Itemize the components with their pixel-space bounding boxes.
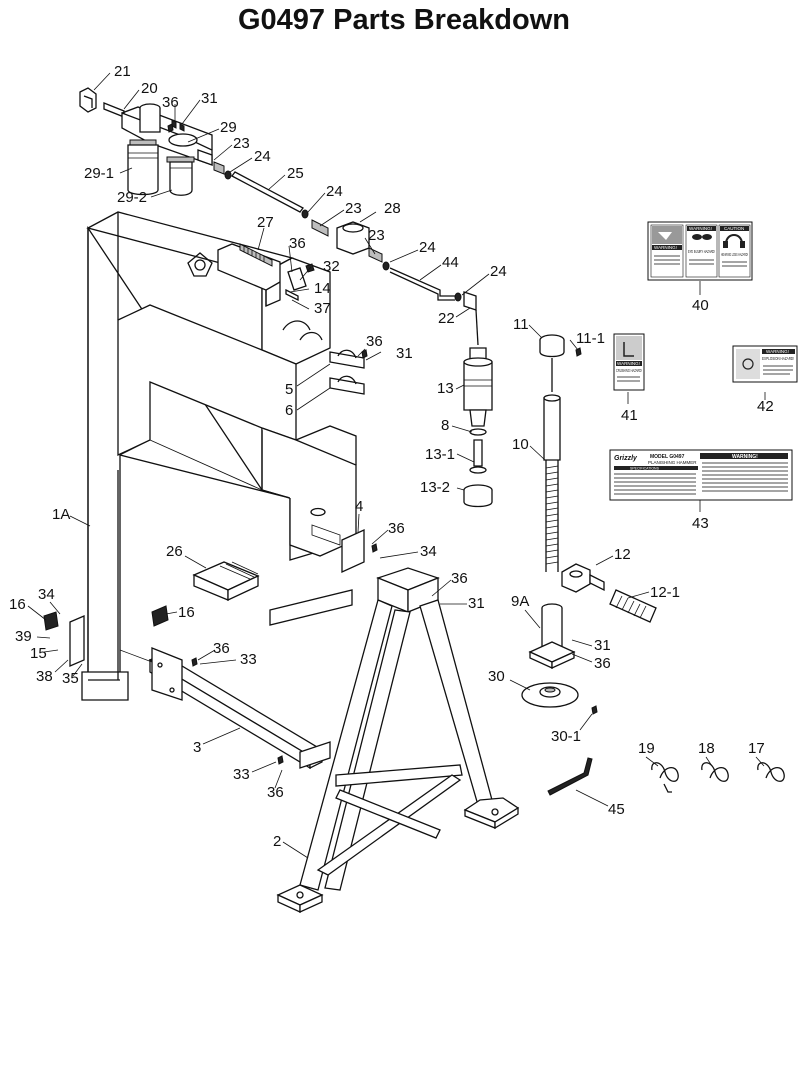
part-label-30-1: 30-1 <box>551 728 581 745</box>
part-label-5: 5 <box>285 381 293 398</box>
air-hose-assembly <box>213 161 479 346</box>
decal-43-subtitle: PLANISHING HAMMER <box>648 460 697 465</box>
part-label-28: 28 <box>384 200 401 217</box>
part-label-10: 10 <box>512 436 529 453</box>
decal-42-explosion: EXPLOSION HAZARD! <box>762 356 794 361</box>
part-label-32: 32 <box>323 258 340 275</box>
part-label-45: 45 <box>608 801 625 818</box>
part-label-12-1: 12-1 <box>650 584 680 601</box>
decal-40: WARNING! WARNING! EYE INJURY HAZARD! CAU… <box>647 221 753 281</box>
part-label-29-2: 29-2 <box>117 189 147 206</box>
part-label-40: 40 <box>692 297 709 314</box>
part-label-27: 27 <box>257 214 274 231</box>
part-label-42: 42 <box>757 398 774 415</box>
part-label-14: 14 <box>314 280 331 297</box>
part-label-36: 36 <box>162 94 179 111</box>
part-label-39: 39 <box>15 628 32 645</box>
part-label-11-1: 11-1 <box>576 330 605 347</box>
part-label-31: 31 <box>396 345 413 362</box>
part-label-24: 24 <box>326 183 343 200</box>
part-label-15: 15 <box>30 645 47 662</box>
part-label-36: 36 <box>388 520 405 537</box>
decal-40-warning-1: WARNING! <box>654 245 677 250</box>
part-label-12: 12 <box>614 546 631 563</box>
part-label-24: 24 <box>254 148 271 165</box>
part-label-19: 19 <box>638 740 655 757</box>
air-hammer-13 <box>463 347 493 508</box>
page-title: G0497 Parts Breakdown <box>237 4 571 36</box>
decal-43-model: MODEL G0497 <box>650 454 685 460</box>
decal-40-caution: CAUTION <box>724 226 744 231</box>
part-label-24: 24 <box>490 263 507 280</box>
decal-42: WARNING! EXPLOSION HAZARD! <box>732 345 798 383</box>
part-label-3: 3 <box>193 739 201 756</box>
part-label-22: 22 <box>438 310 455 327</box>
decal-41-warning: WARNING! <box>617 361 640 366</box>
part-label-13-1: 13-1 <box>425 446 455 463</box>
part-label-35: 35 <box>62 670 79 687</box>
part-label-24: 24 <box>419 239 436 256</box>
part-label-20: 20 <box>141 80 158 97</box>
decal-43-brand: Grizzly <box>614 455 638 462</box>
part-label-23: 23 <box>368 227 385 244</box>
part-label-4: 4 <box>355 498 363 515</box>
decal-42-warning: WARNING! <box>766 349 789 354</box>
decal-40-eye-hazard: EYE INJURY HAZARD! <box>688 249 715 254</box>
part-label-2: 2 <box>273 833 281 850</box>
part-label-31: 31 <box>201 90 218 107</box>
part-label-21: 21 <box>114 63 131 80</box>
part-label-8: 8 <box>441 417 449 434</box>
part-label-34: 34 <box>420 543 437 560</box>
decal-40-warning-2: WARNING! <box>689 226 712 231</box>
decal-40-hearing-hazard: HEARING LOSS HAZARD! <box>721 252 748 257</box>
part-label-6: 6 <box>285 402 293 419</box>
part-label-13-2: 13-2 <box>420 479 450 496</box>
part-label-1A: 1A <box>52 506 70 523</box>
leader-lines <box>27 72 766 859</box>
part-label-36: 36 <box>594 655 611 672</box>
part-label-33: 33 <box>240 651 257 668</box>
part-label-17: 17 <box>748 740 765 757</box>
part-label-13: 13 <box>437 380 454 397</box>
part-label-41: 41 <box>621 407 638 424</box>
leg-3 <box>119 647 331 770</box>
part-label-30: 30 <box>488 668 505 685</box>
part-label-26: 26 <box>166 543 183 560</box>
part-label-34: 34 <box>38 586 55 603</box>
decal-41-crushing: CRUSHING HAZARD! <box>616 368 642 373</box>
stand-2 <box>276 567 520 914</box>
part-label-25: 25 <box>287 165 304 182</box>
part-label-36: 36 <box>289 235 306 252</box>
part-label-11: 11 <box>513 316 529 333</box>
part-label-18: 18 <box>698 740 715 757</box>
air-filter-unit <box>79 87 213 196</box>
lower-die-column <box>521 334 657 708</box>
part-label-9A: 9A <box>511 593 529 610</box>
part-label-36: 36 <box>366 333 383 350</box>
part-label-16: 16 <box>178 604 195 621</box>
decal-41: WARNING! CRUSHING HAZARD! <box>613 333 645 391</box>
part-label-37: 37 <box>314 300 331 317</box>
part-label-36: 36 <box>267 784 284 801</box>
part-label-44: 44 <box>442 254 459 271</box>
part-label-23: 23 <box>233 135 250 152</box>
part-label-36: 36 <box>213 640 230 657</box>
valve-bracket-assembly <box>192 243 365 602</box>
hardware-pieces <box>43 123 785 796</box>
decal-43: Grizzly MODEL G0497 PLANISHING HAMMER WA… <box>609 449 793 501</box>
part-label-36: 36 <box>451 570 468 587</box>
part-label-31: 31 <box>594 637 611 654</box>
part-label-29: 29 <box>220 119 237 136</box>
part-label-31: 31 <box>468 595 485 612</box>
part-label-38: 38 <box>36 668 53 685</box>
part-label-16: 16 <box>9 596 26 613</box>
part-labels: 21 20 36 31 29 23 24 29-1 29-2 25 24 23 … <box>9 63 774 850</box>
part-label-33: 33 <box>233 766 250 783</box>
decal-43-specifications: SPECIFICATIONS <box>630 467 660 471</box>
part-label-43: 43 <box>692 515 709 532</box>
decal-43-warning: WARNING! <box>732 454 758 460</box>
part-label-29-1: 29-1 <box>84 165 114 182</box>
part-label-23: 23 <box>345 200 362 217</box>
